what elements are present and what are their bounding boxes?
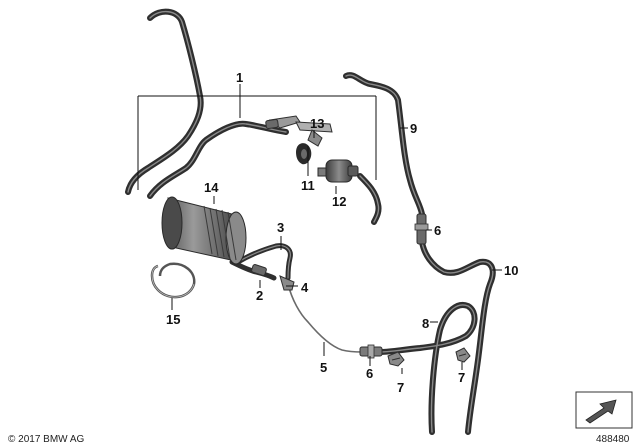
connector-6-upper	[414, 213, 429, 245]
diagram-number: 488480	[596, 434, 630, 445]
callout-2: 2	[256, 288, 263, 303]
callout-6-lower: 6	[366, 366, 373, 381]
callout-10: 10	[504, 263, 518, 278]
arrow-navigation-icon	[575, 391, 633, 429]
callout-7-left: 7	[397, 380, 404, 395]
charcoal-canister-14	[161, 196, 247, 265]
callout-4: 4	[301, 280, 309, 295]
callout-13: 13	[310, 116, 324, 131]
hose-5	[287, 283, 363, 353]
callout-3: 3	[277, 220, 284, 235]
hose-3	[235, 243, 293, 281]
callouts: 1 2 3 4 5 6 6 7 7 8 9 10 11 12 13 14 15	[166, 70, 518, 395]
purge-hose-canister-valve	[147, 120, 289, 199]
leader-lines	[137, 84, 502, 374]
callout-14: 14	[204, 180, 219, 195]
callout-11: 11	[301, 178, 315, 193]
tank-vent-valve-12	[317, 159, 359, 183]
fitting-1	[265, 118, 279, 130]
hose-9	[343, 72, 425, 217]
vent-hose-upper	[125, 8, 204, 195]
grommet-11	[296, 143, 312, 165]
callout-7-right: 7	[458, 370, 465, 385]
holding-strap-15	[150, 262, 196, 299]
callout-1: 1	[236, 70, 243, 85]
clip-7-left	[387, 351, 405, 367]
callout-5: 5	[320, 360, 327, 375]
hose-8	[377, 302, 478, 435]
callout-6-upper: 6	[434, 223, 441, 238]
connector-6-lower	[359, 344, 383, 359]
clip-7-right	[455, 347, 471, 363]
copyright-text: © 2017 BMW AG	[8, 434, 85, 445]
callout-8: 8	[422, 316, 429, 331]
callout-15: 15	[166, 312, 180, 327]
callout-12: 12	[332, 194, 346, 209]
valve-outlet-hose	[357, 173, 382, 225]
connector-2	[251, 264, 267, 276]
callout-9: 9	[410, 121, 417, 136]
